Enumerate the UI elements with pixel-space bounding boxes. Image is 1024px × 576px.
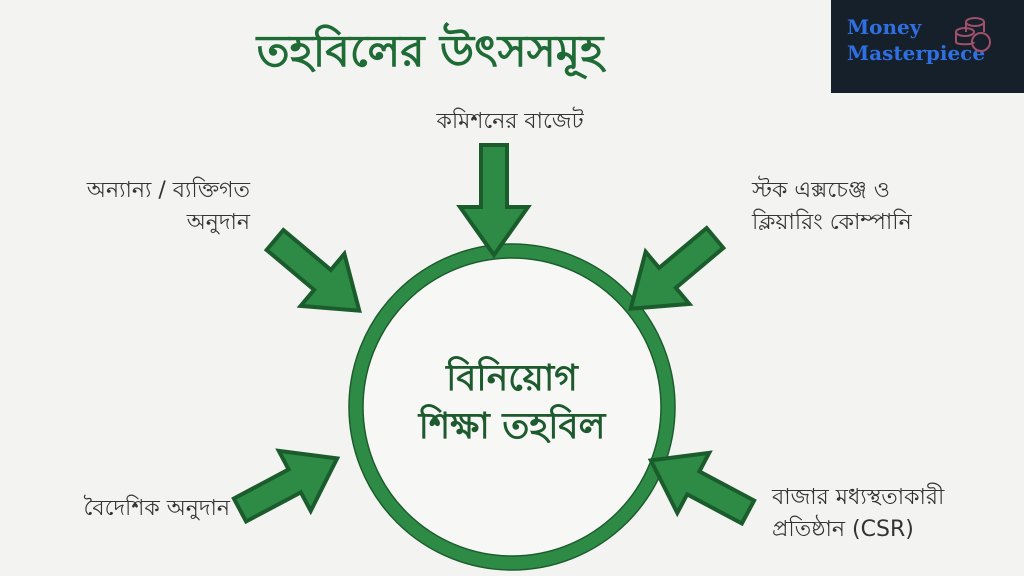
logo-line-1: Money [847,15,922,39]
arrow-top-left [251,211,384,339]
source-top-left-line-2: অনুদান [186,210,250,235]
center-line-2: শিক্ষা তহবিল [418,406,606,447]
source-top-right-line-1: স্টক এক্সচেঞ্জ ও [752,178,890,203]
center-line-1: বিনিয়োগ [446,358,578,399]
arrow-top [458,143,530,257]
center-label: বিনিয়োগ শিক্ষা তহবিল [352,355,672,451]
source-bottom-right: বাজার মধ্যস্থতাকারী প্রতিষ্ঠান (CSR) [772,482,1012,546]
source-top-right: স্টক এক্সচেঞ্জ ও ক্লিয়ারিং কোম্পানি [752,175,1012,239]
source-bottom-right-line-1: বাজার মধ্যস্থতাকারী [772,485,945,510]
source-bottom-right-line-2: প্রতিষ্ঠান (CSR) [772,517,914,542]
center-circle [349,244,675,570]
source-top-left: অন্যান্য / ব্যক্তিগত অনুদান [20,175,250,239]
source-bottom-left: বৈদেশিক অনুদান [83,496,231,521]
page-title: তহবিলের উৎসসমূহ [256,26,604,77]
logo: Money Masterpiece [831,0,1024,93]
source-top: কমিশনের বাজেট [436,109,584,134]
source-top-right-line-2: ক্লিয়ারিং কোম্পানি [752,210,912,235]
arrow-bottom-left [224,428,353,540]
source-top-left-line-1: অন্যান্য / ব্যক্তিগত [86,178,250,203]
coins-icon [955,17,991,52]
